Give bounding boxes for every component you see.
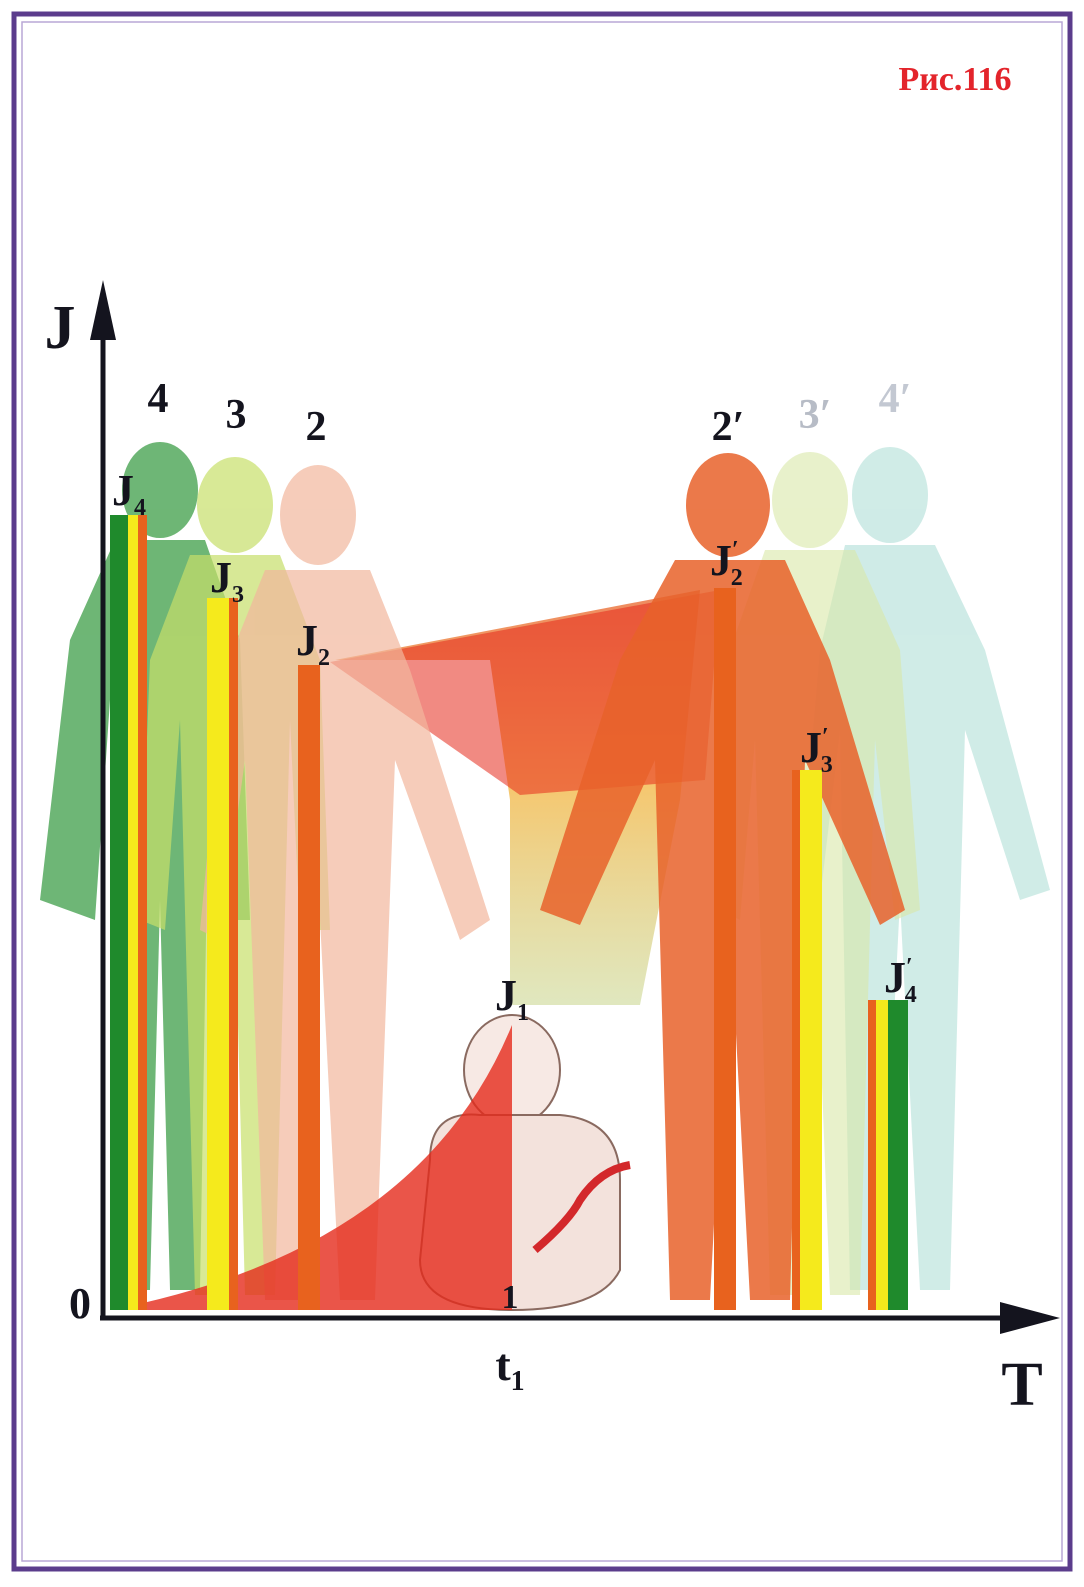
figure-3-number: 3 (226, 392, 247, 438)
figure-3p-number: 3′ (799, 392, 832, 438)
bar-J3p-orange (792, 770, 800, 1310)
baby-number: 1 (502, 1279, 519, 1316)
figure-2p-number: 2′ (712, 404, 745, 450)
bar-J4p-yellow (876, 1000, 888, 1310)
figure-label: Рис.116 (898, 61, 1011, 98)
x-axis-label: T (1001, 1351, 1042, 1419)
figure-2-number: 2 (306, 404, 327, 450)
bar-J3-yellow (207, 598, 229, 1310)
figure-4-number: 4 (148, 376, 169, 422)
bar-J2-orange (298, 665, 320, 1310)
t1-label: t1 (495, 1339, 524, 1397)
bar-J4-yellow (128, 515, 138, 1310)
bar-J3p-yellow (800, 770, 822, 1310)
bar-J4p-green (888, 1000, 908, 1310)
y-axis-arrow (90, 280, 116, 340)
x-axis-arrow (1000, 1302, 1060, 1334)
origin-label: 0 (69, 1279, 91, 1328)
bar-J4-green (110, 515, 128, 1310)
y-axis-label: J (45, 294, 76, 362)
bar-J4-orange (138, 515, 147, 1310)
bar-J2p-orange (714, 588, 736, 1310)
bar-J4p-orange (868, 1000, 876, 1310)
figure-4p-number: 4′ (879, 376, 912, 422)
bar-J3-orange (229, 598, 238, 1310)
